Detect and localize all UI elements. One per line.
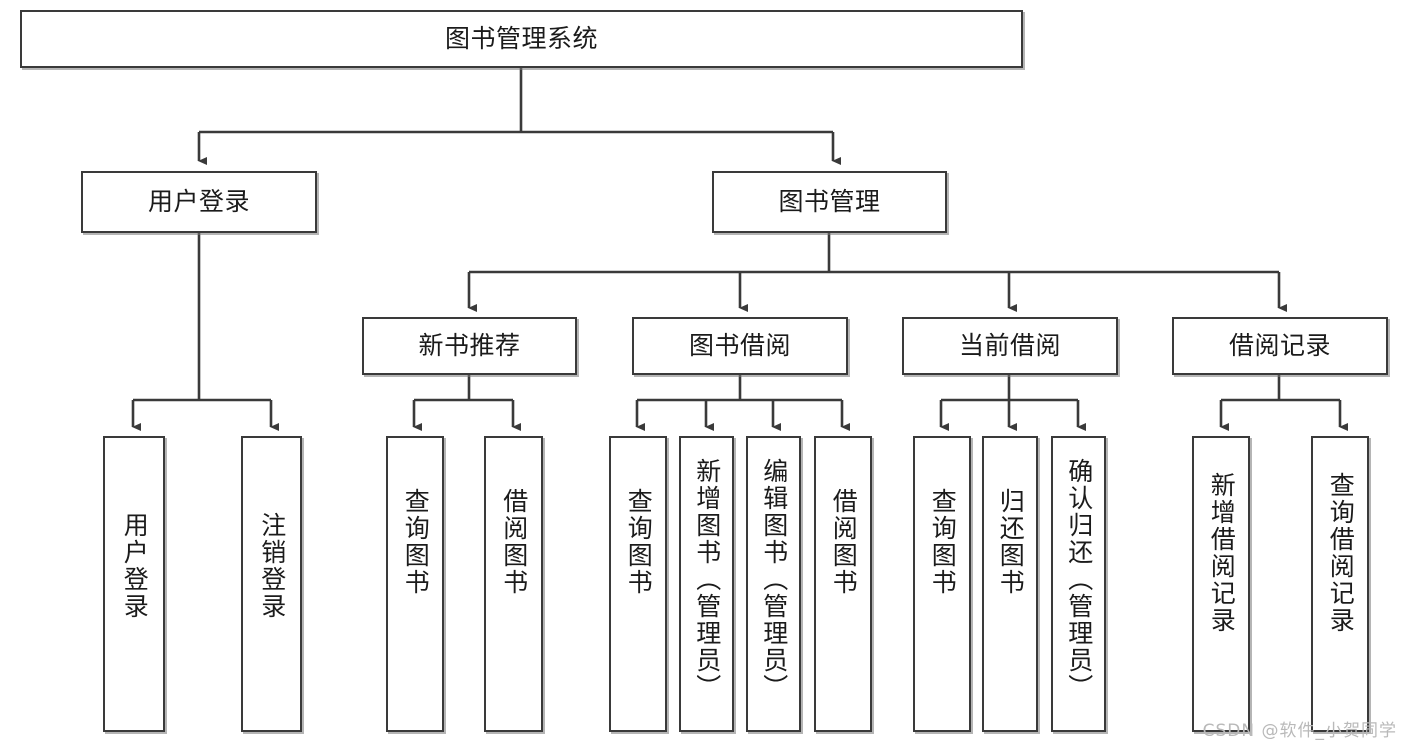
node-label: 图书管理系统	[444, 24, 598, 54]
node-label: 借阅图书	[499, 488, 529, 596]
node-borrow-records[interactable]: 借阅记录	[1172, 317, 1388, 375]
node-label: 当前借阅	[958, 331, 1061, 361]
node-new-book-recommend[interactable]: 新书推荐	[362, 317, 577, 375]
node-label: 借阅图书	[829, 488, 859, 596]
leaf-return-book[interactable]: 归还图书	[982, 436, 1038, 732]
leaf-edit-book-admin[interactable]: 编辑图书（管理员）	[746, 436, 801, 732]
leaf-add-borrow-record[interactable]: 新增借阅记录	[1192, 436, 1250, 732]
node-current-borrow[interactable]: 当前借阅	[902, 317, 1118, 375]
leaf-borrow-book-new[interactable]: 借阅图书	[484, 436, 543, 732]
node-label: 用户登录	[147, 187, 250, 217]
node-label: 归还图书	[996, 488, 1026, 596]
node-label: 编辑图书（管理员）	[759, 458, 789, 701]
leaf-query-book-new[interactable]: 查询图书	[386, 436, 444, 732]
node-label: 图书借阅	[688, 331, 791, 361]
leaf-confirm-return-admin[interactable]: 确认归还（管理员）	[1051, 436, 1106, 732]
node-root-system[interactable]: 图书管理系统	[20, 10, 1023, 68]
node-label: 确认归还（管理员）	[1064, 458, 1094, 701]
node-label: 注销登录	[257, 512, 287, 620]
node-label: 新增图书（管理员）	[692, 458, 722, 701]
node-book-borrow[interactable]: 图书借阅	[632, 317, 848, 375]
node-label: 新增借阅记录	[1207, 472, 1237, 634]
node-book-management[interactable]: 图书管理	[712, 171, 947, 233]
leaf-borrow-book[interactable]: 借阅图书	[814, 436, 872, 732]
node-label: 查询图书	[928, 488, 958, 596]
leaf-query-book-borrow[interactable]: 查询图书	[609, 436, 667, 732]
node-label: 图书管理	[778, 187, 881, 217]
node-label: 用户登录	[120, 512, 150, 620]
node-label: 借阅记录	[1228, 331, 1331, 361]
node-label: 查询图书	[624, 488, 654, 596]
leaf-user-login[interactable]: 用户登录	[103, 436, 165, 732]
leaf-logout[interactable]: 注销登录	[241, 436, 302, 732]
leaf-query-book-current[interactable]: 查询图书	[913, 436, 971, 732]
leaf-query-borrow-record[interactable]: 查询借阅记录	[1311, 436, 1369, 732]
node-user-login[interactable]: 用户登录	[81, 171, 317, 233]
node-label: 查询图书	[401, 488, 431, 596]
node-label: 新书推荐	[418, 331, 521, 361]
leaf-add-book-admin[interactable]: 新增图书（管理员）	[679, 436, 734, 732]
node-label: 查询借阅记录	[1326, 472, 1356, 634]
